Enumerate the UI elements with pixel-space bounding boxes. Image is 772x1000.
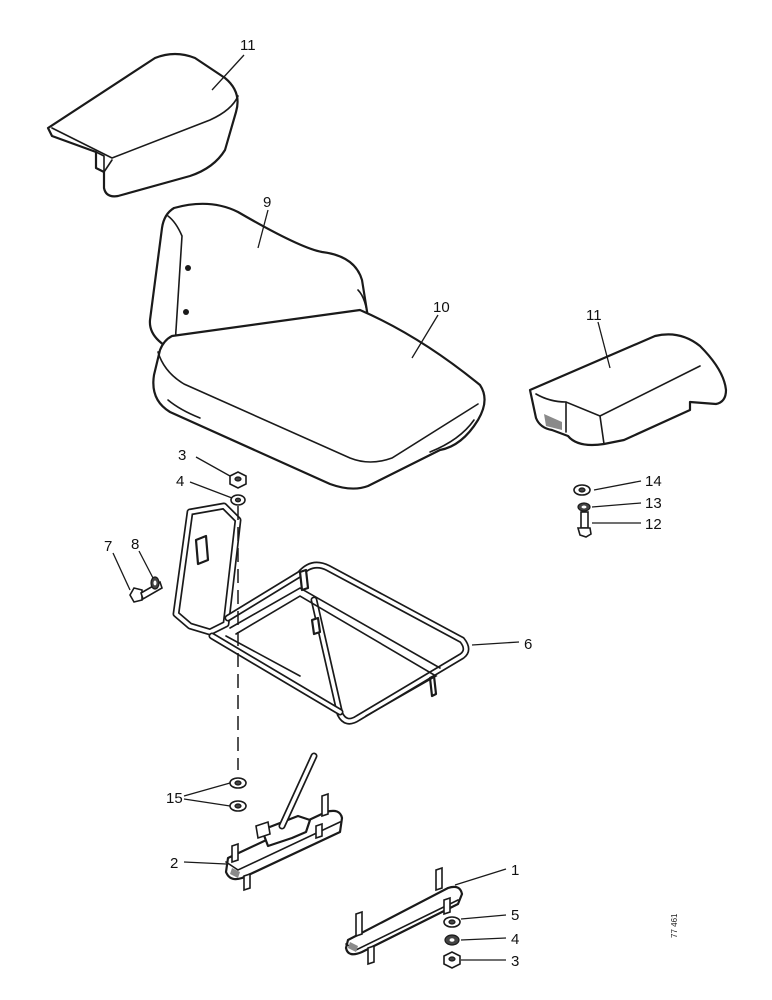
nut-3-lower bbox=[443, 951, 461, 969]
callout-1-slide-rail: 1 bbox=[511, 862, 519, 879]
nut-3-upper bbox=[229, 471, 247, 489]
lock-washer-4-lower bbox=[444, 934, 460, 946]
callout-2-slide-rail-lever: 2 bbox=[170, 855, 178, 872]
leader-lines bbox=[112, 54, 642, 961]
slide-rail bbox=[344, 866, 464, 966]
callout-15-washers: 15 bbox=[166, 790, 183, 807]
lock-washer-13 bbox=[577, 502, 591, 512]
callout-4-lower-washer: 4 bbox=[511, 931, 519, 948]
callout-3-upper-nut: 3 bbox=[178, 447, 186, 464]
lock-washer-8 bbox=[150, 576, 160, 590]
callout-7-bolt: 7 bbox=[104, 538, 112, 555]
callout-9-backrest: 9 bbox=[263, 194, 271, 211]
slide-rail-with-lever bbox=[224, 752, 344, 892]
washers-15 bbox=[229, 777, 247, 812]
callout-12-bolt: 12 bbox=[645, 516, 662, 533]
callout-11-upper-armrest: 11 bbox=[240, 37, 256, 54]
drawing-reference-number: 77 461 bbox=[670, 913, 679, 938]
bolt-12 bbox=[576, 511, 592, 538]
callout-10-seat-cushion: 10 bbox=[433, 299, 450, 316]
callout-13-lock-washer: 13 bbox=[645, 495, 662, 512]
callout-11-lower-armrest: 11 bbox=[586, 307, 602, 324]
washer-14 bbox=[573, 484, 591, 496]
callout-8-lock-washer: 8 bbox=[131, 536, 139, 553]
callout-5-washer: 5 bbox=[511, 907, 519, 924]
seat-cushion bbox=[152, 308, 486, 490]
callout-14-washer: 14 bbox=[645, 473, 662, 490]
callout-3-lower-nut: 3 bbox=[511, 953, 519, 970]
callout-4-upper-washer: 4 bbox=[176, 473, 184, 490]
armrest-pad-upper bbox=[46, 52, 239, 198]
washer-5 bbox=[443, 916, 461, 928]
seat-frame bbox=[172, 502, 470, 725]
callout-6-frame: 6 bbox=[524, 636, 532, 653]
armrest-pad-lower bbox=[528, 333, 728, 447]
washer-4-upper bbox=[230, 494, 246, 506]
